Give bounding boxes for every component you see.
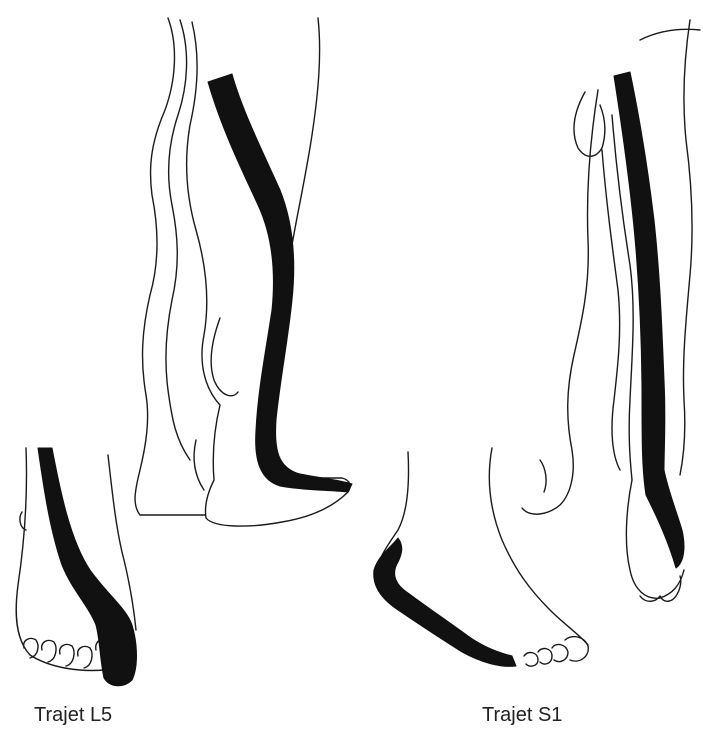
buttock-contour <box>574 92 605 156</box>
s1-leg-posterior-view <box>522 20 700 601</box>
back-torso-contour <box>640 29 700 40</box>
l5-band-foot <box>38 448 137 686</box>
right-leg-outer-contour <box>680 20 692 475</box>
lateral-toe-3 <box>538 649 552 664</box>
lateral-toe-4 <box>524 653 538 667</box>
l5-leg-lateral-view <box>135 18 352 526</box>
left-leg-outer-contour <box>522 90 598 514</box>
calf-muscle-contour <box>540 460 546 492</box>
s1-band-foot <box>374 538 516 666</box>
s1-band-leg <box>614 72 684 568</box>
left-leg-inner-contour <box>602 150 620 470</box>
foot-lateral-top-contour <box>489 448 588 645</box>
caption-trajet-l5: Trajet L5 <box>34 704 112 727</box>
toe-3 <box>60 644 74 666</box>
s1-foot-lateral-view <box>374 448 589 666</box>
calf-bulge-contour <box>211 318 238 396</box>
back-leg-inner-contour <box>166 20 190 460</box>
toe-4 <box>42 640 56 662</box>
back-leg-outline <box>135 18 205 515</box>
toe-2 <box>78 646 92 668</box>
l5-band-leg <box>208 74 352 492</box>
lateral-toe-1 <box>565 637 588 661</box>
lateral-toe-2 <box>552 645 568 662</box>
ankle-contour <box>194 440 204 490</box>
l5-foot-dorsal-view <box>16 448 136 686</box>
caption-trajet-s1: Trajet S1 <box>482 704 562 727</box>
